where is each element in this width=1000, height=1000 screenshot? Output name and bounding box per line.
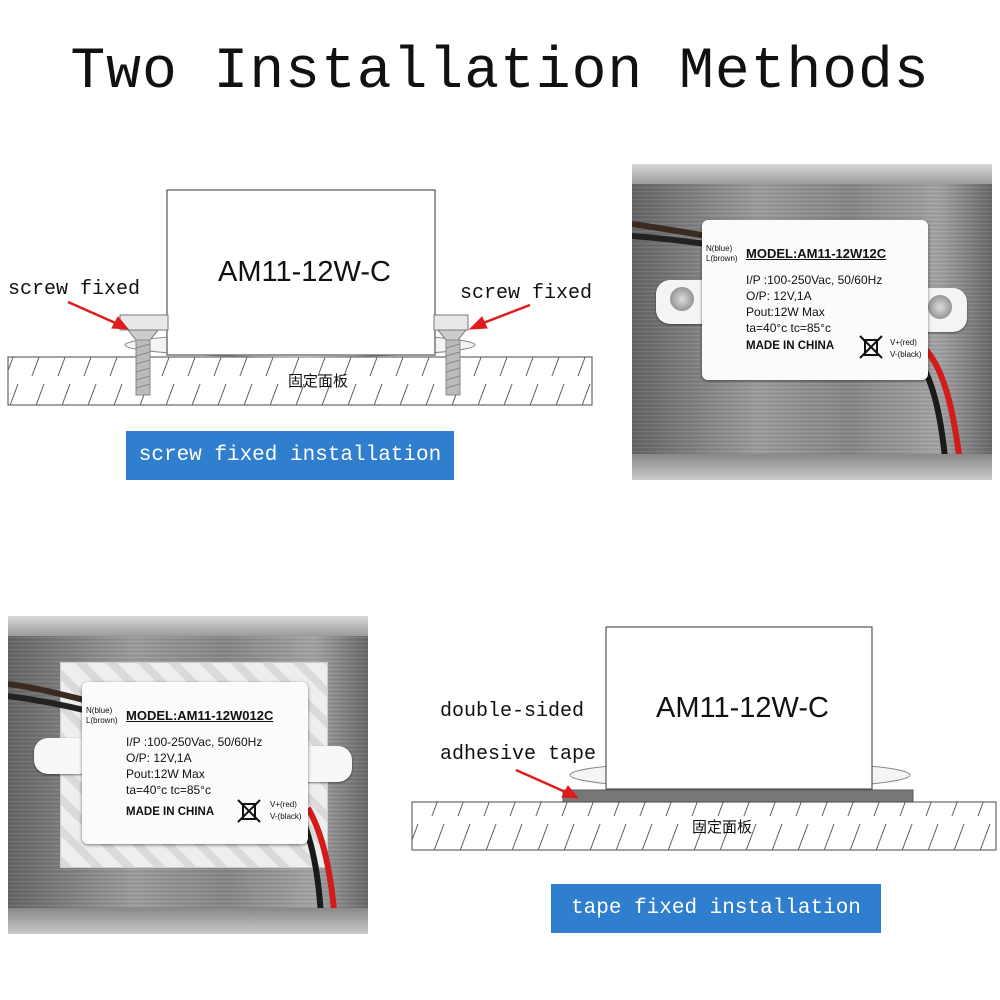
wire-out-bottom: V-(black) (890, 350, 922, 359)
fixing-panel (7, 356, 593, 406)
tape-layer (562, 789, 914, 803)
origin-text: MADE IN CHINA (126, 806, 215, 818)
module-label: AM11-12W-C (656, 692, 829, 724)
left-arrow-icon (67, 300, 130, 330)
weee-bin-icon (237, 799, 261, 823)
output-spec: O/P: 12V,1A (126, 751, 192, 765)
module-box (166, 189, 436, 356)
right-screw (433, 314, 469, 396)
tape-diagram: AM11-12W-C double-sided adhesive tape 固定… (400, 620, 1000, 860)
model-text: MODEL:AM11-12W012C (126, 708, 274, 723)
origin-text: MADE IN CHINA (746, 340, 835, 352)
panel-label: 固定面板 (692, 818, 753, 836)
output-spec: O/P: 12V,1A (746, 289, 812, 303)
tape-photo: N(blue) L(brown) MODEL:AM11-12W012C I/P … (8, 616, 368, 934)
tape-callout-line1: double-sided (440, 700, 585, 723)
right-screw-callout: screw fixed (460, 282, 593, 305)
wire-in-bottom: L(brown) (86, 716, 118, 725)
power-spec: Pout:12W Max (126, 767, 205, 781)
screw-diagram-drawing (7, 189, 593, 406)
wire-out-top: V+(red) (270, 800, 297, 809)
tape-callout-line2: adhesive tape (440, 743, 597, 766)
right-arrow-icon (468, 303, 531, 330)
screw-caption: screw fixed installation (126, 431, 454, 480)
left-screw-head-icon (670, 287, 694, 311)
input-spec: I/P :100-250Vac, 50/60Hz (126, 735, 263, 749)
input-spec: I/P :100-250Vac, 50/60Hz (746, 273, 883, 287)
wire-out-top: V+(red) (890, 338, 917, 347)
wire-out-bottom: V-(black) (270, 812, 302, 821)
module-box (605, 626, 873, 790)
power-spec: Pout:12W Max (746, 305, 825, 319)
product-label: N(blue) L(brown) MODEL:AM11-12W12C I/P :… (702, 220, 928, 380)
panel-label: 固定面板 (288, 372, 349, 390)
temp-spec: ta=40°c tc=85°c (746, 321, 831, 335)
screw-photo: N(blue) L(brown) MODEL:AM11-12W12C I/P :… (632, 164, 992, 480)
model-text: MODEL:AM11-12W12C (746, 246, 887, 261)
wire-in-top: N(blue) (706, 244, 733, 253)
tape-diagram-drawing (411, 626, 997, 851)
wire-in-bottom: L(brown) (706, 254, 738, 263)
fixing-panel (411, 801, 997, 851)
left-screw-callout: screw fixed (8, 278, 141, 301)
screw-diagram: AM11-12W-C screw fixed screw fixed 固定面板 (0, 180, 600, 420)
module-label: AM11-12W-C (218, 256, 391, 288)
weee-bin-icon (859, 335, 883, 359)
right-screw-head-icon (928, 295, 952, 319)
tape-caption: tape fixed installation (551, 884, 881, 933)
page-title: Two Installation Methods (70, 40, 930, 105)
tape-arrow-icon (515, 768, 580, 799)
temp-spec: ta=40°c tc=85°c (126, 783, 211, 797)
product-label: N(blue) L(brown) MODEL:AM11-12W012C I/P … (82, 682, 308, 844)
wire-in-top: N(blue) (86, 706, 113, 715)
